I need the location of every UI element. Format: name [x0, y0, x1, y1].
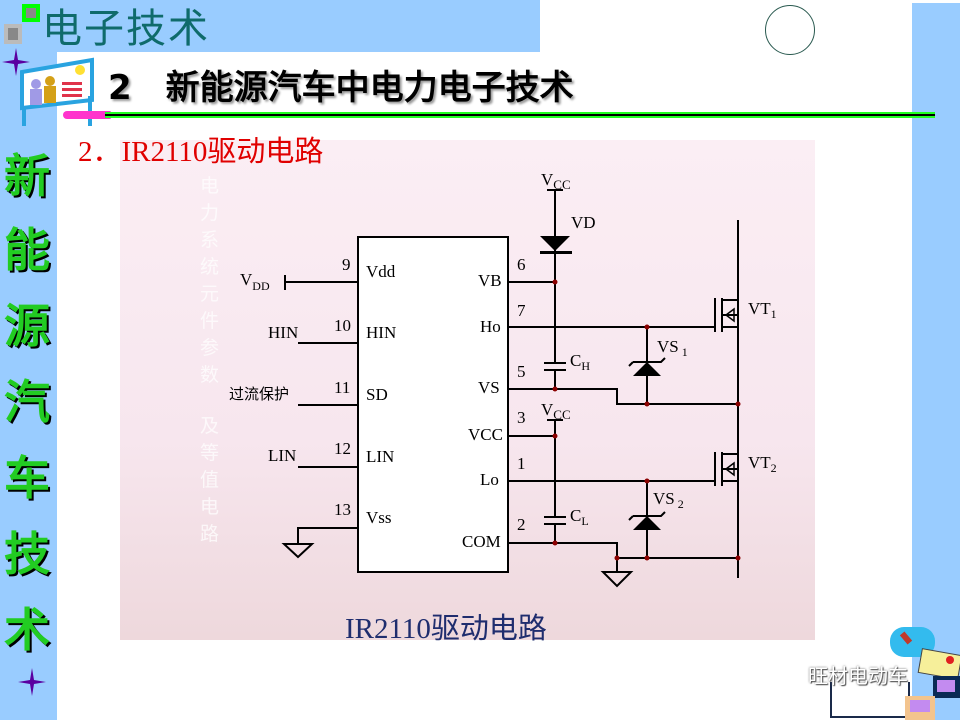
pin-number: 13 — [334, 500, 351, 519]
vcc-mid-label: VCC — [541, 400, 571, 422]
faint-watermark-column: 电 力 系 统 元 件 参 数 及 等 值 电 路 — [200, 175, 219, 545]
pin-number: 1 — [517, 454, 526, 473]
pin-name: Lo — [480, 470, 499, 489]
svg-text:电: 电 — [200, 496, 219, 518]
decorative-circle — [765, 5, 815, 55]
side-char: 能 — [4, 223, 50, 277]
pin-number: 2 — [517, 515, 526, 534]
svg-text:参: 参 — [200, 337, 219, 359]
svg-text:及: 及 — [200, 415, 219, 437]
pin-name: SD — [366, 385, 388, 404]
vdd-wire — [284, 275, 358, 290]
vss-wire — [297, 527, 358, 544]
mosfet-vt2 — [721, 452, 738, 486]
svg-text:值: 值 — [200, 469, 219, 491]
junction-nodes — [552, 279, 741, 561]
left-sidebar — [0, 0, 57, 720]
ho-wire — [508, 298, 716, 332]
pin-name: Ho — [480, 317, 501, 336]
svg-text:元: 元 — [200, 283, 219, 305]
side-char: 源 — [4, 299, 50, 353]
overcurrent-protection-label: 过流保护 — [229, 385, 289, 403]
pin-name: Vss — [366, 508, 392, 527]
svg-text:件: 件 — [200, 310, 219, 332]
capacitor-ch — [544, 362, 566, 371]
pin-name: Vdd — [366, 262, 396, 281]
diode-vd — [540, 236, 570, 251]
pin-name: HIN — [366, 323, 396, 342]
vcc-top-label: VCC — [541, 170, 571, 192]
ir2110-chip — [357, 236, 509, 573]
diagram-caption: IR2110驱动电路 — [345, 613, 547, 645]
ground-icon — [281, 543, 315, 559]
billboard-icon — [20, 57, 94, 126]
side-char: 术 — [4, 603, 50, 657]
svg-text:等: 等 — [200, 442, 219, 464]
svg-text:力: 力 — [200, 202, 219, 224]
mailbox-icon — [890, 627, 960, 720]
logo-squares-icon — [2, 2, 42, 46]
vdd-label: VDD — [240, 270, 270, 293]
lin-label: LIN — [268, 446, 296, 465]
slide-title: 2 新能源汽车中电力电子技术 — [108, 68, 574, 108]
vt2-label: VT2 — [748, 453, 777, 475]
svg-text:数: 数 — [200, 364, 219, 386]
pin-number: 9 — [342, 255, 351, 274]
ch-label: CH — [570, 351, 590, 373]
pin-name: VB — [478, 271, 502, 290]
top-band — [0, 0, 540, 52]
diode-label: VD — [571, 213, 596, 232]
zener-vs1 — [633, 362, 661, 376]
pin-number: 5 — [517, 362, 526, 381]
pin-name: VS — [478, 378, 500, 397]
title-rule-accent — [63, 111, 111, 119]
svg-text:系: 系 — [200, 229, 219, 251]
pin-name: LIN — [366, 447, 394, 466]
right-sidebar — [912, 3, 960, 720]
sparkle-icon — [18, 668, 46, 696]
wechat-icon — [765, 665, 801, 690]
capacitor-cl — [544, 516, 566, 525]
watermark-text: 旺材电动车 — [808, 664, 908, 688]
vt1-label: VT1 — [748, 299, 777, 321]
svg-text:路: 路 — [200, 523, 219, 545]
pin-name: VCC — [468, 425, 503, 444]
svg-text:电: 电 — [200, 175, 219, 197]
hin-label: HIN — [268, 323, 298, 342]
side-char: 车 — [4, 451, 50, 505]
side-char: 汽 — [4, 375, 50, 429]
ground-icon — [600, 571, 634, 588]
pin-number: 6 — [517, 255, 526, 274]
com-wire — [508, 542, 738, 572]
pin-number: 11 — [334, 378, 350, 397]
zener-vs2 — [633, 516, 661, 530]
pin-number: 12 — [334, 439, 351, 458]
mosfet-vt1 — [721, 220, 739, 578]
side-char: 技 — [4, 527, 50, 581]
header-title: 电子技术 — [42, 6, 210, 52]
vb-rail — [547, 189, 563, 389]
side-char: 新 — [4, 149, 50, 203]
sparkle-icon — [2, 48, 30, 76]
section-subtitle: 2．IR2110驱动电路 — [78, 136, 324, 168]
lo-wire — [508, 452, 716, 486]
pin-number: 7 — [517, 301, 526, 320]
vs-wire — [508, 388, 738, 405]
title-rule — [105, 112, 935, 118]
cl-label: CL — [570, 506, 589, 528]
pin-name: COM — [462, 532, 501, 551]
content-corner — [57, 52, 557, 152]
pin-number: 10 — [334, 316, 351, 335]
pin-number: 3 — [517, 408, 526, 427]
svg-text:统: 统 — [200, 256, 219, 278]
